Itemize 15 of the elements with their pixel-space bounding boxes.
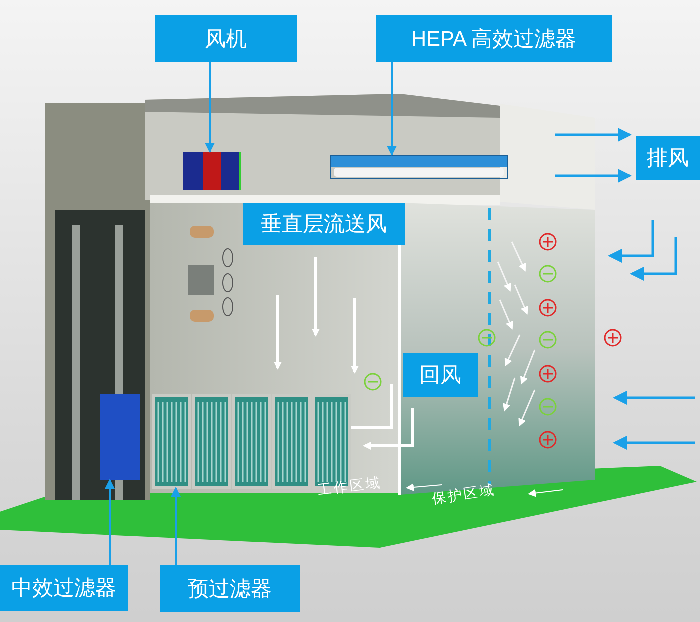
label-box: 垂直层流送风 [243,203,405,245]
leader-arrow [205,62,215,153]
label-box: 回风 [403,353,478,397]
leader-arrow [171,487,181,565]
label-box: 风机 [155,15,297,62]
label-box: 排风 [636,136,700,180]
leader-arrow [105,479,115,565]
label-box: 预过滤器 [160,565,300,612]
fan-drawing [183,152,241,190]
leader-arrow [387,62,397,156]
zone-label: 保护区域 [430,481,498,509]
filter-drawing [100,394,140,480]
label-box: HEPA 高效过滤器 [376,15,612,62]
label-box: 中效过滤器 [0,565,128,611]
filter-slab [330,155,508,179]
